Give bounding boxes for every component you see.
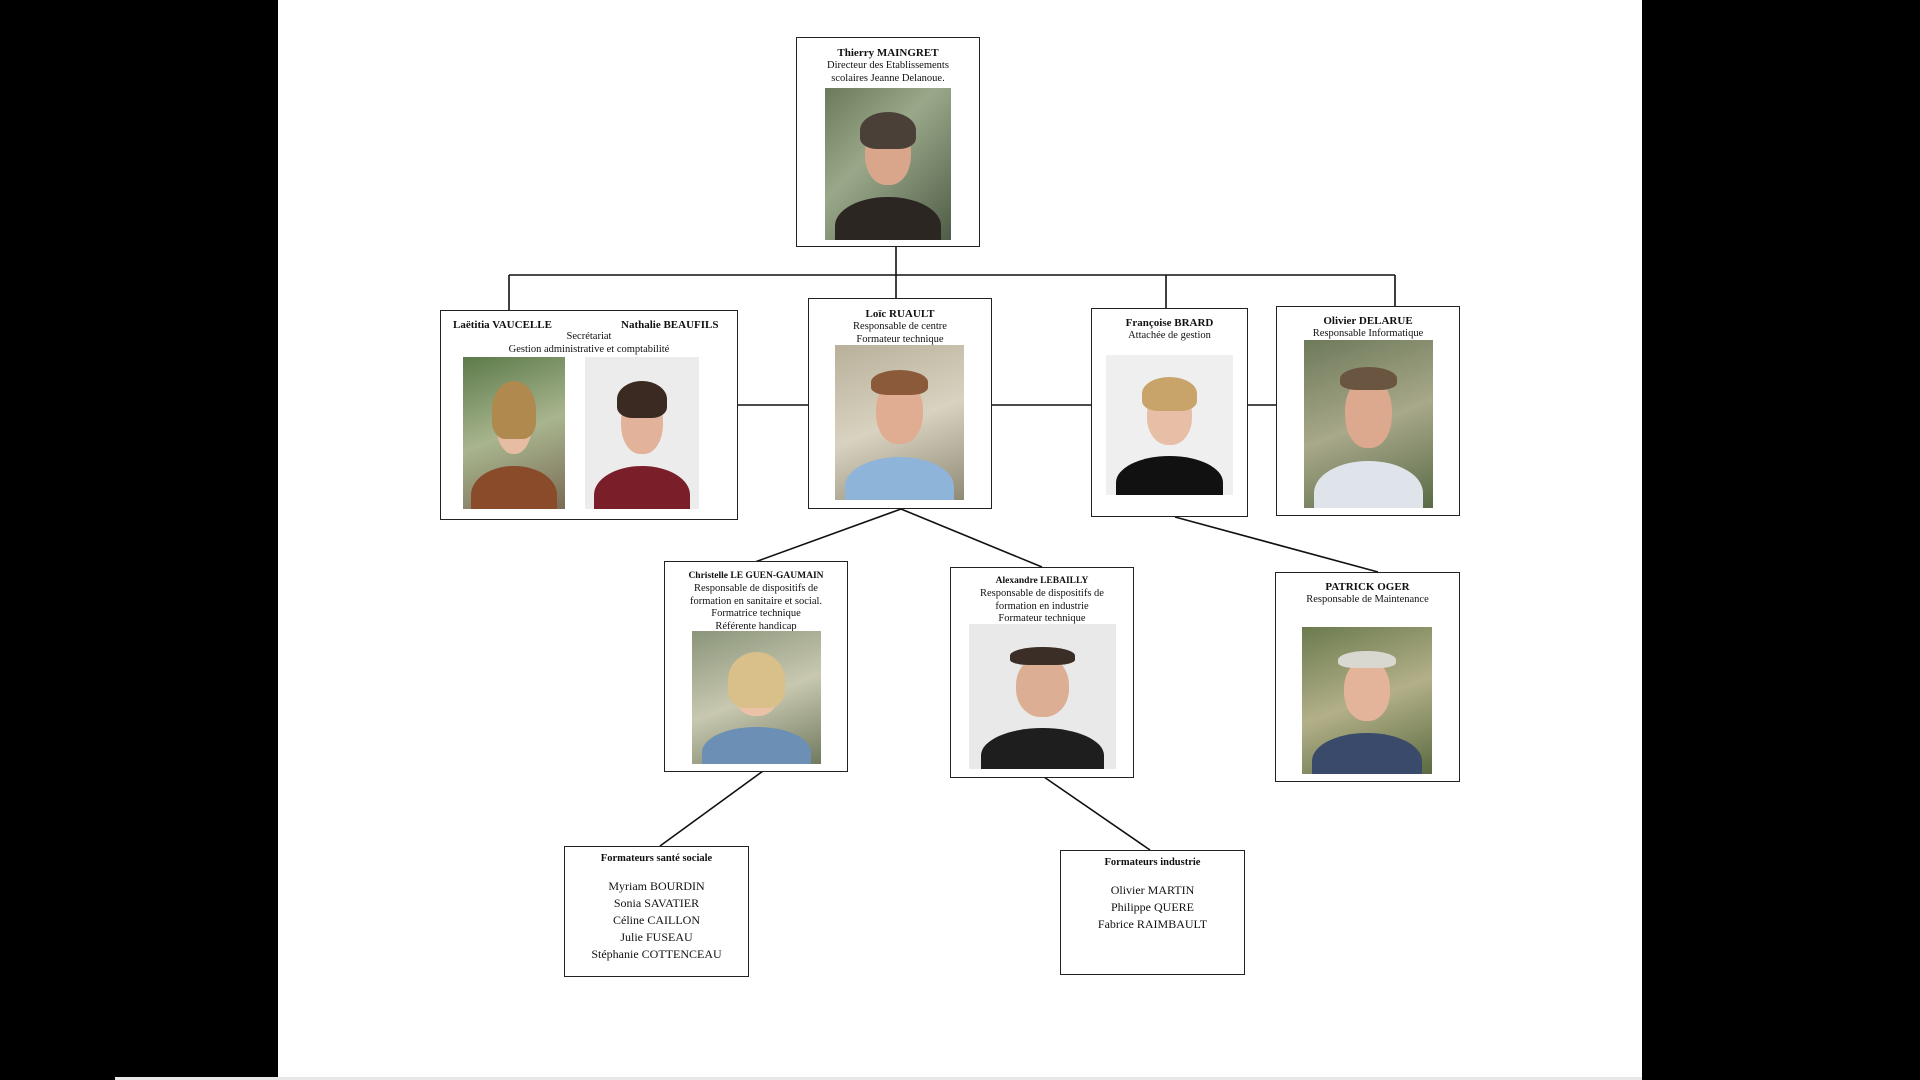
it-photo <box>1304 340 1433 508</box>
health-social-card: Christelle LE GUEN-GAUMAIN Responsable d… <box>664 561 848 772</box>
list-item: Philippe QUERE <box>1111 900 1194 914</box>
centre-manager-role-line-1: Responsable de centre <box>853 321 947 332</box>
secretariat-photo-left <box>463 357 565 509</box>
director-role-line-2: scolaires Jeanne Delanoue. <box>831 72 945 84</box>
centre-manager-photo <box>835 345 964 500</box>
industry-role-line-1: Responsable de dispositifs de <box>980 588 1104 599</box>
director-photo <box>825 88 951 240</box>
secretariat-role-line-1: Secrétariat <box>566 331 612 342</box>
health-social-name: Christelle LE GUEN-GAUMAIN <box>688 571 824 581</box>
trainers-health-list: Myriam BOURDIN Sonia SAVATIER Céline CAI… <box>565 878 748 963</box>
trainers-health-card: Formateurs santé sociale Myriam BOURDIN … <box>564 846 749 977</box>
secretariat-card: Laëtitia VAUCELLE Nathalie BEAUFILS Secr… <box>440 310 738 520</box>
it-name: Olivier DELARUE <box>1323 315 1413 327</box>
list-item: Julie FUSEAU <box>620 930 693 944</box>
centre-manager-name: Loïc RUAULT <box>865 308 935 320</box>
management-card: Françoise BRARD Attachée de gestion <box>1091 308 1248 517</box>
trainers-industry-card: Formateurs industrie Olivier MARTIN Phil… <box>1060 850 1245 975</box>
list-item: Céline CAILLON <box>613 913 700 927</box>
director-role-line-1: Directeur des Etablissements <box>827 60 949 71</box>
list-item: Stéphanie COTTENCEAU <box>591 947 722 961</box>
maintenance-name: PATRICK OGER <box>1325 581 1410 593</box>
list-item: Sonia SAVATIER <box>613 896 700 910</box>
management-role-line-1: Attachée de gestion <box>1128 330 1211 341</box>
list-item: Myriam BOURDIN <box>608 879 705 893</box>
health-social-role-line-3: Formatrice technique <box>711 608 801 619</box>
industry-role-line-2: formation en industrie <box>995 600 1089 612</box>
secretariat-photo-right <box>585 357 699 509</box>
industry-name: Alexandre LEBAILLY <box>995 576 1089 586</box>
management-name: Françoise BRARD <box>1125 317 1214 329</box>
centre-manager-role-line-2: Formateur technique <box>856 333 944 345</box>
management-photo <box>1106 355 1233 495</box>
maintenance-photo <box>1302 627 1432 774</box>
list-item: Fabrice RAIMBAULT <box>1097 917 1208 931</box>
trainers-health-title: Formateurs santé sociale <box>600 853 713 864</box>
secretariat-name-left: Laëtitia VAUCELLE <box>453 319 552 331</box>
list-item: Olivier MARTIN <box>1110 883 1195 897</box>
industry-role-line-3: Formateur technique <box>998 613 1086 624</box>
director-card: Thierry MAINGRET Directeur des Etablisse… <box>796 37 980 247</box>
bottom-edge-line <box>115 1077 1642 1080</box>
secretariat-role-line-2: Gestion administrative et comptabilité <box>508 343 670 355</box>
health-social-role-line-1: Responsable de dispositifs de <box>694 583 818 594</box>
health-social-role-line-2: formation en sanitaire et social. <box>689 595 823 607</box>
health-social-role-line-4: Référente handicap <box>715 620 797 632</box>
it-role-line-1: Responsable Informatique <box>1312 328 1424 339</box>
health-social-photo <box>692 631 821 764</box>
maintenance-card: PATRICK OGER Responsable de Maintenance <box>1275 572 1460 782</box>
industry-card: Alexandre LEBAILLY Responsable de dispos… <box>950 567 1134 778</box>
trainers-industry-list: Olivier MARTIN Philippe QUERE Fabrice RA… <box>1061 882 1244 933</box>
industry-photo <box>969 624 1116 769</box>
maintenance-role-line-1: Responsable de Maintenance <box>1306 594 1429 605</box>
it-card: Olivier DELARUE Responsable Informatique <box>1276 306 1460 516</box>
director-name: Thierry MAINGRET <box>837 47 939 59</box>
secretariat-name-right: Nathalie BEAUFILS <box>621 319 719 331</box>
trainers-industry-title: Formateurs industrie <box>1104 857 1201 868</box>
centre-manager-card: Loïc RUAULT Responsable de centre Format… <box>808 298 992 509</box>
